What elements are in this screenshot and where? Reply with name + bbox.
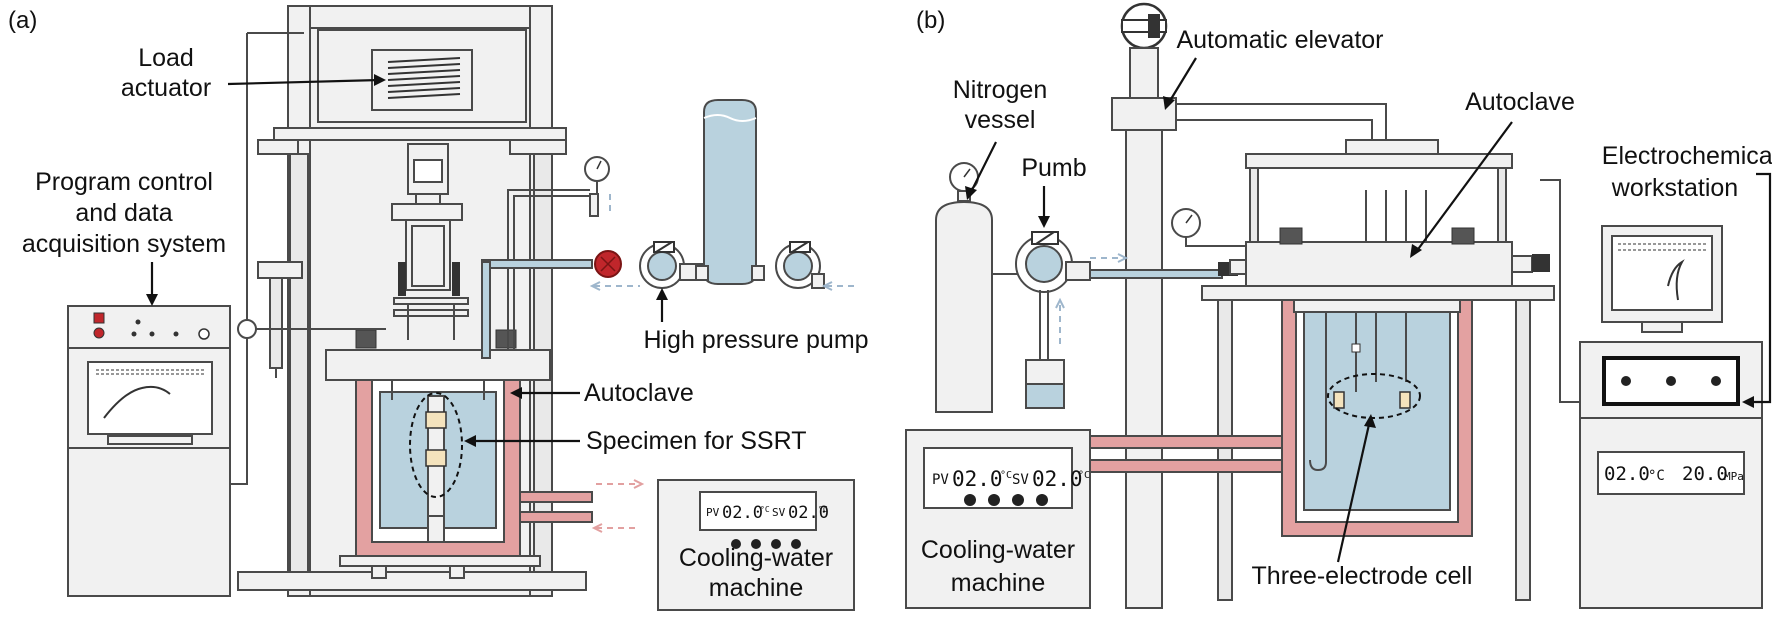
load-actuator-label-1: Load <box>138 44 194 72</box>
lcd-a <box>699 491 817 531</box>
autoclave-b <box>1171 139 1555 601</box>
pv-label: PV <box>706 506 720 519</box>
nitrogen-label-2: vessel <box>965 106 1036 134</box>
nitrogen-arrow <box>969 141 997 195</box>
electrochem-label-1: Electrochemical <box>1602 142 1772 170</box>
load-actuator-arrow <box>227 78 381 86</box>
side-rods <box>257 261 303 378</box>
electrochemical-workstation: 02.0 °C 20.0 MPa <box>1540 172 1772 609</box>
cooling-machine-b: PV 02.0 °C SV 02.0 °C Cooling-water mach… <box>905 429 1091 609</box>
cooling-a-line2: machine <box>709 574 804 602</box>
autoclave-b-label: Autoclave <box>1465 88 1575 116</box>
autoclave-a-label: Autoclave <box>584 379 694 407</box>
feed-pump-icon <box>775 241 825 289</box>
sv-unit: °C <box>818 505 828 514</box>
panel-a-tag: (a) <box>8 7 37 34</box>
program-label-2: and data <box>75 199 172 227</box>
automatic-elevator-label: Automatic elevator <box>1176 26 1383 54</box>
three-electrode-arrow <box>1336 419 1372 563</box>
autoclave-b-arrow <box>1415 121 1513 253</box>
panel-a: (a) <box>8 5 869 611</box>
pull-rod-assembly <box>391 143 469 340</box>
cooling-pipes-a <box>519 479 645 533</box>
pv-label-b: PV <box>932 472 949 488</box>
three-electrode-label: Three-electrode cell <box>1252 562 1473 590</box>
workstation-bracket-arrow <box>1748 172 1772 404</box>
high-pressure-pump-label: High pressure pump <box>643 326 868 354</box>
specimen-label: Specimen for SSRT <box>586 427 806 455</box>
panel-b-tag: (b) <box>916 7 945 34</box>
nitrogen-vessel <box>935 162 1026 413</box>
cooling-machine-a: PV 02.0 °C SV 02.0 °C Cooling-water mach… <box>657 479 855 611</box>
nitrogen-label-1: Nitrogen <box>953 76 1048 104</box>
temp-value: 02.0 <box>1604 463 1650 485</box>
cooling-b-line2: machine <box>951 569 1046 597</box>
pv-value-b: 02.0 <box>952 467 1003 491</box>
elevator-column <box>1111 2 1387 609</box>
sv-value: 02.0 <box>788 503 829 523</box>
workstation-lcd <box>1597 451 1745 495</box>
pv-unit-b: °C <box>1000 470 1012 481</box>
program-label-3: acquisition system <box>22 230 226 258</box>
water-tank <box>695 99 765 285</box>
pumb-label: Pumb <box>1021 154 1086 182</box>
stress-curve <box>103 385 171 419</box>
pressure-unit: MPa <box>1724 470 1744 483</box>
pressure-value: 20.0 <box>1682 463 1728 485</box>
sv-value-b: 02.0 <box>1032 467 1083 491</box>
program-control-cabinet <box>67 305 231 597</box>
high-pressure-pump-icon <box>639 241 705 289</box>
cooling-b-line1: Cooling-water <box>921 536 1075 564</box>
electrochem-label-2: workstation <box>1611 174 1738 202</box>
specimen-ellipse <box>409 392 463 498</box>
load-actuator-spring <box>387 57 461 99</box>
workstation-monitor <box>1611 235 1713 311</box>
program-label-1: Program control <box>35 168 213 196</box>
pv-unit: °C <box>760 505 770 514</box>
pv-value: 02.0 <box>722 503 763 523</box>
sv-label: SV <box>772 506 786 519</box>
autoclave-a <box>325 329 551 579</box>
sv-label-b: SV <box>1012 472 1029 488</box>
monitor-screen <box>87 361 213 435</box>
panel-b: (b) <box>905 2 1772 609</box>
temp-unit: °C <box>1648 468 1665 484</box>
three-electrode-ellipse <box>1327 373 1421 419</box>
elevator-arrow <box>1167 57 1197 105</box>
sv-unit-b: °C <box>1078 470 1090 481</box>
load-actuator-label-2: actuator <box>121 74 211 102</box>
cooling-a-line1: Cooling-water <box>679 544 833 572</box>
pump-b <box>1015 231 1238 409</box>
pressure-line-a <box>481 99 856 359</box>
cooling-pipes-b <box>1089 435 1283 473</box>
